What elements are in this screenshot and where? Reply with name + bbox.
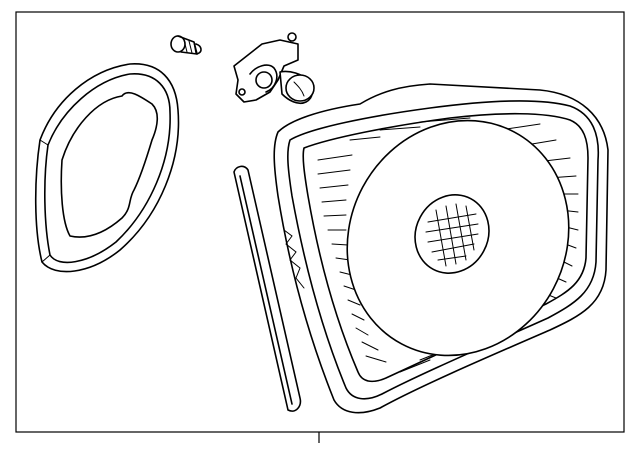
part-gasket <box>34 63 180 273</box>
part-seal-strip <box>233 165 302 412</box>
diagram-frame <box>15 11 625 433</box>
part-bulb-socket <box>233 32 315 105</box>
bulb-grid <box>414 194 490 274</box>
part-lamp-assembly <box>273 83 609 414</box>
part-screw <box>170 35 202 55</box>
